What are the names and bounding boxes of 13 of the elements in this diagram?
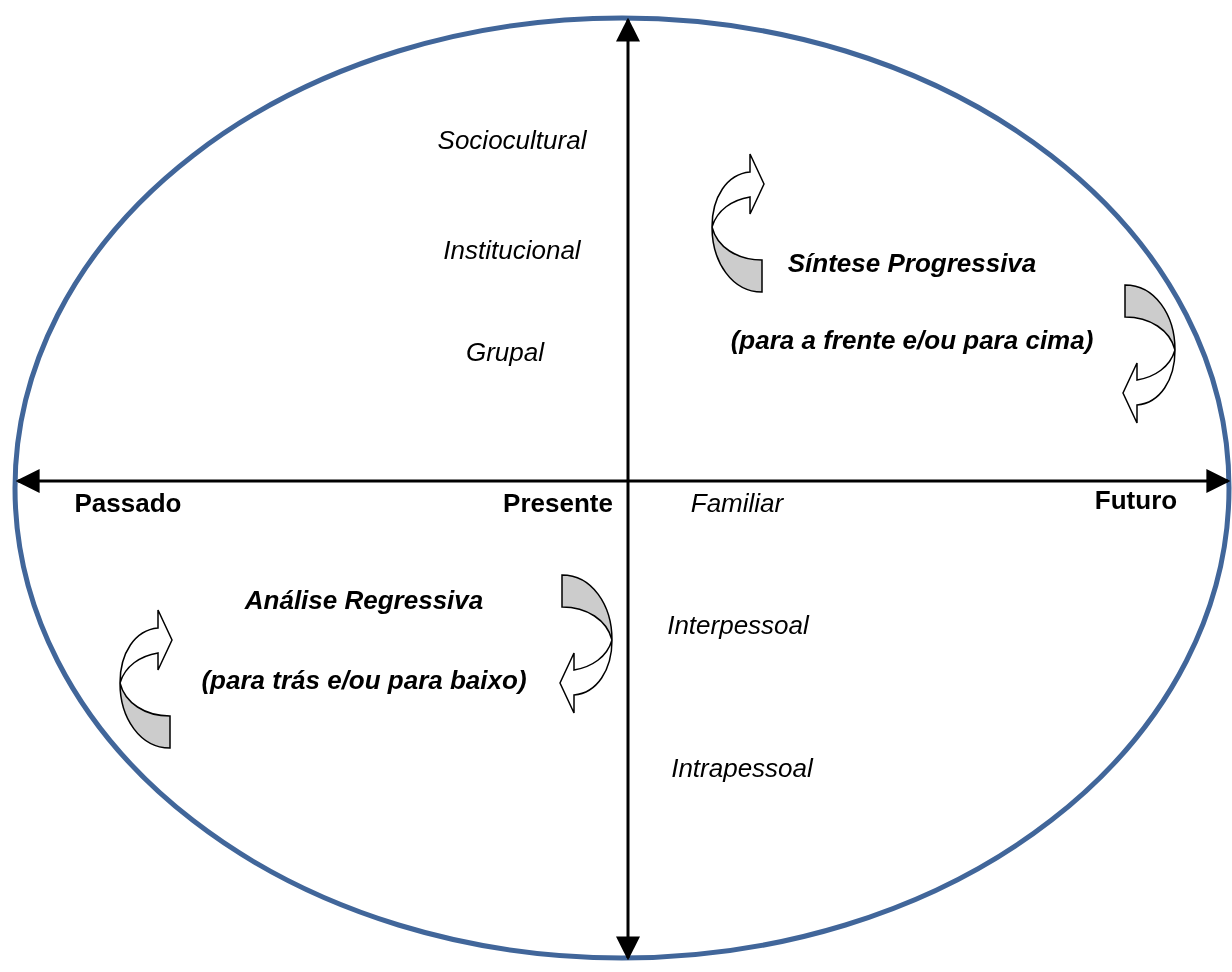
axis-label: Presente: [503, 490, 613, 516]
level-label: Grupal: [466, 339, 544, 365]
level-label: Sociocultural: [437, 127, 587, 153]
level-label: Familiar: [690, 490, 784, 516]
level-label: Interpessoal: [667, 612, 809, 638]
quadrant-heading: Análise Regressiva: [244, 587, 484, 613]
axis-label: Futuro: [1094, 487, 1178, 513]
quadrant-heading: Síntese Progressiva: [787, 250, 1037, 276]
quadrant-subtitle: (para a frente e/ou para cima): [730, 327, 1094, 353]
axis-label: Passado: [74, 490, 182, 516]
level-label: Institucional: [443, 237, 581, 263]
quadrant-subtitle: (para trás e/ou para baixo): [201, 667, 527, 693]
level-label: Intrapessoal: [671, 755, 813, 781]
